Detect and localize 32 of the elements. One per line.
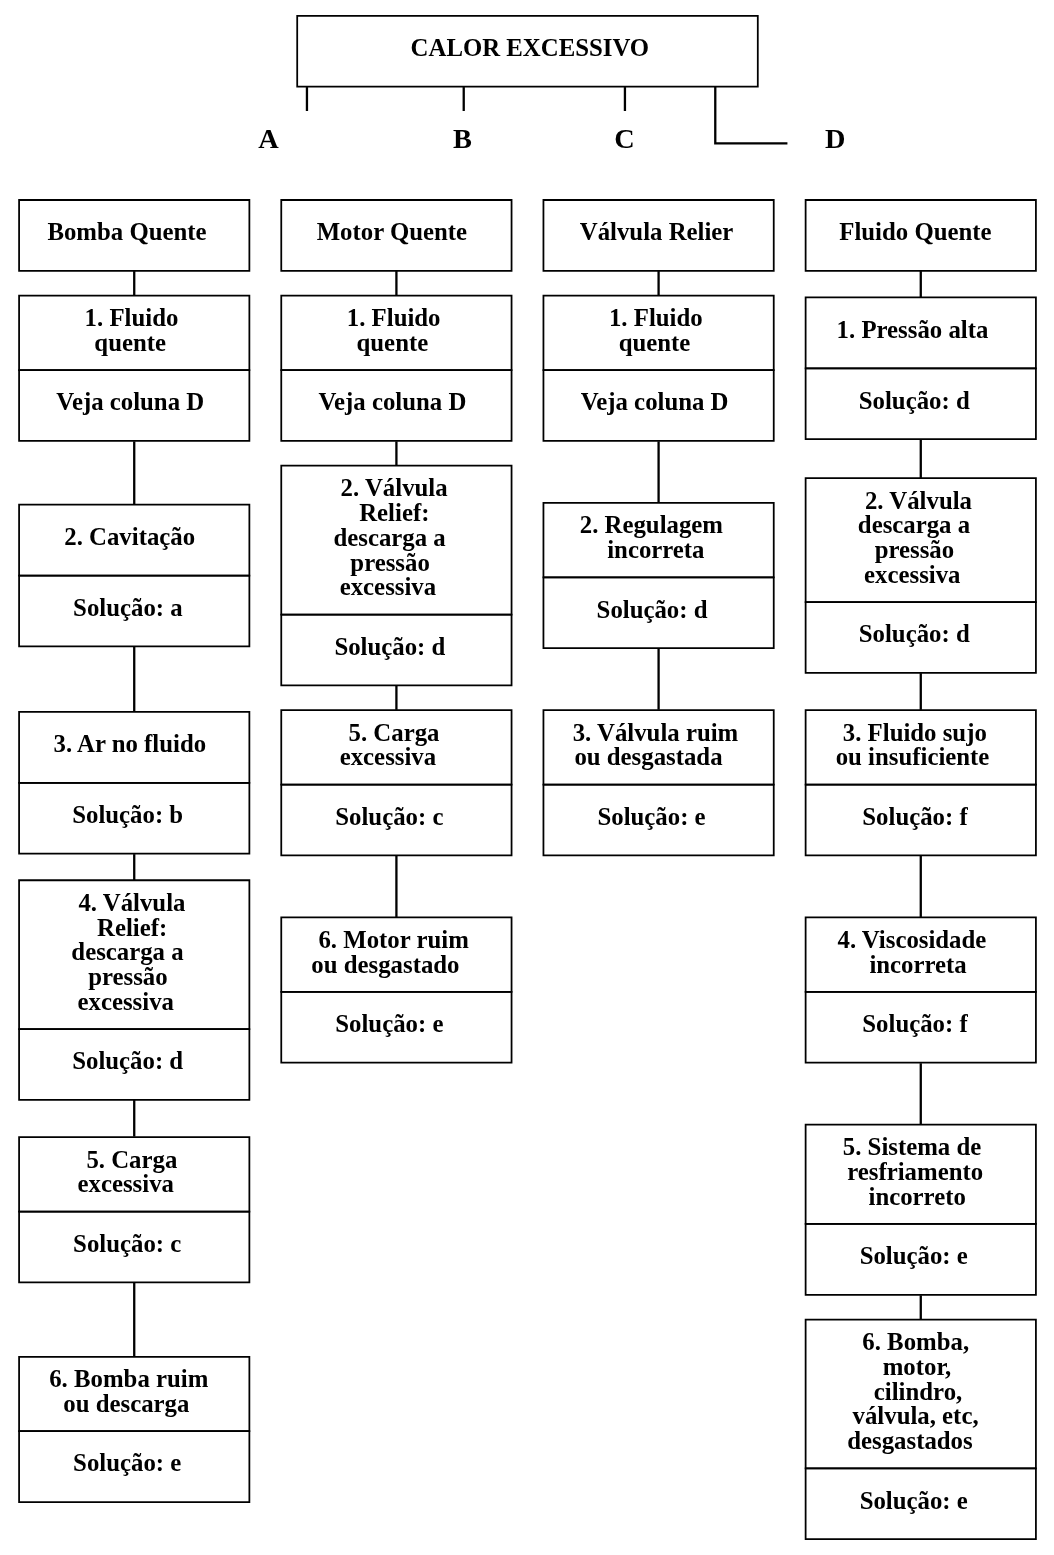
- connector: [132, 1099, 135, 1137]
- connector: [132, 646, 135, 712]
- node-box: Bomba Quente: [17, 199, 250, 272]
- node-box: Fluido Quente: [804, 199, 1037, 272]
- connector: [394, 685, 398, 710]
- connector: [919, 271, 922, 298]
- connector: [462, 87, 465, 111]
- connector: [132, 441, 135, 505]
- connector: [394, 855, 398, 917]
- node-text: C: [613, 123, 635, 155]
- node-text: D: [824, 123, 846, 155]
- connector: [132, 271, 135, 296]
- connector: [656, 271, 660, 296]
- connector: [919, 1295, 922, 1320]
- connector: [394, 441, 398, 466]
- connector: [919, 439, 922, 479]
- node-box: CALOR EXCESSIVO: [295, 14, 759, 88]
- connector: [919, 1063, 922, 1124]
- node-box: Válvula Relier: [542, 199, 775, 272]
- connector: [132, 854, 135, 881]
- connector: [305, 87, 308, 111]
- connector: [713, 87, 787, 145]
- connector: [656, 441, 660, 503]
- connector: [132, 1282, 135, 1357]
- node-box: Motor Quente: [279, 199, 512, 272]
- node-text: A: [257, 123, 279, 155]
- connector: [656, 648, 660, 710]
- node-text: B: [452, 123, 472, 155]
- connector: [623, 87, 626, 111]
- connector: [919, 855, 922, 917]
- connector: [919, 673, 922, 710]
- connector: [394, 271, 398, 296]
